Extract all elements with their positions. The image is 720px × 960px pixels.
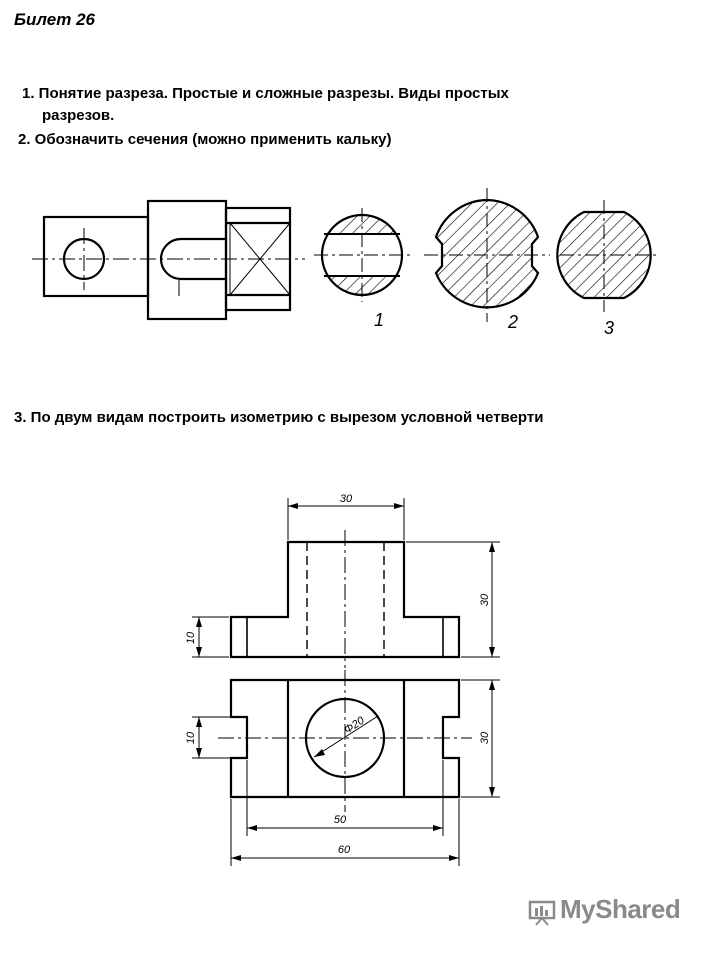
dim-top-width: 30: [340, 493, 353, 505]
dim-overall-length: 60: [338, 844, 351, 856]
task-1-text: 1. Понятие разреза. Простые и сложные ра…: [22, 85, 509, 102]
front-hidden-lines: [306, 542, 385, 657]
task-1-text-cont: разрезов.: [42, 107, 115, 124]
section-label-3: 3: [604, 318, 614, 338]
watermark-text: MyShared: [560, 894, 681, 924]
dimension-arrows: [196, 503, 495, 861]
dim-plan-depth: 30: [479, 731, 491, 744]
task-3-text: 3. По двум видам построить изометрию с в…: [14, 409, 544, 426]
shaft-center-lines: [32, 228, 305, 300]
section-3: [556, 200, 660, 312]
shaft-drawing: [42, 199, 292, 321]
ticket-title: Билет 26: [14, 10, 95, 29]
task-2-text: 2. Обозначить сечения (можно применить к…: [18, 131, 392, 148]
shaft-middle-block: [146, 199, 228, 321]
section-label-1: 1: [374, 310, 384, 330]
dim-top-height: 30: [479, 593, 491, 606]
dim-hole-diameter: Φ20: [342, 714, 367, 736]
top-center-lines: [218, 670, 472, 812]
presentation-icon: [528, 900, 556, 926]
dim-slot-width: 10: [185, 731, 197, 744]
shaft-left-block: [42, 215, 150, 298]
section-1: [314, 208, 410, 302]
dim-flange-height: 10: [185, 631, 197, 644]
dimension-lines: [192, 498, 500, 866]
dim-inner-length: 50: [334, 814, 347, 826]
section-label-2: 2: [507, 312, 518, 332]
section-2: [424, 188, 550, 322]
front-view: [229, 540, 461, 659]
